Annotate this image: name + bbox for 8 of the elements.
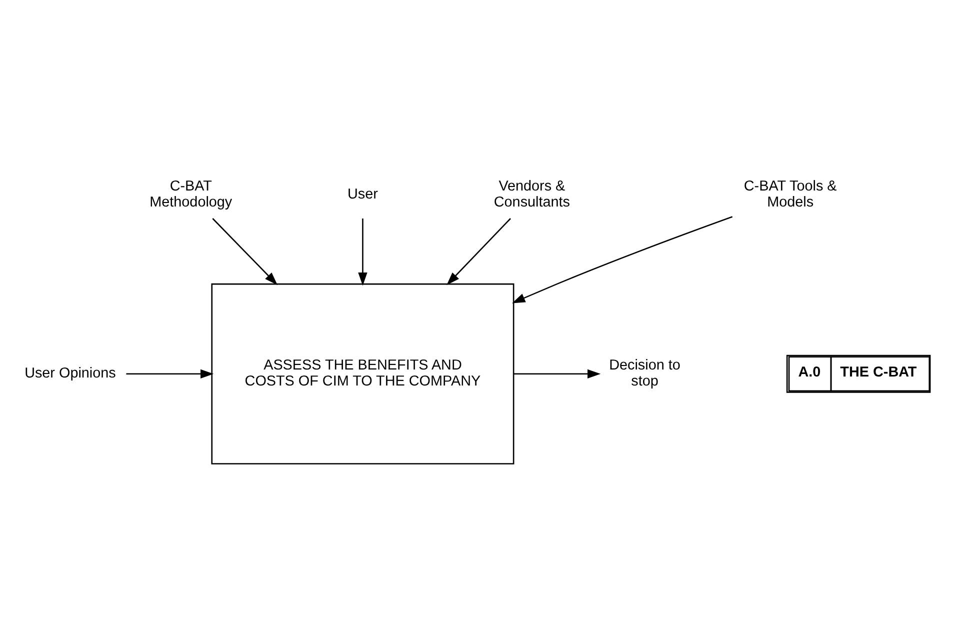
label: A.0 xyxy=(798,364,821,380)
label: THE C-BAT xyxy=(840,364,917,380)
node-text: User Opinions xyxy=(24,366,116,382)
node-text: Vendors & Consultants xyxy=(494,178,570,210)
node-text: C-BAT Tools & Models xyxy=(744,178,837,210)
node-text: Decision to stop xyxy=(609,358,680,390)
node-text: User xyxy=(348,186,378,203)
node-text: C-BAT Methodology xyxy=(150,178,232,210)
